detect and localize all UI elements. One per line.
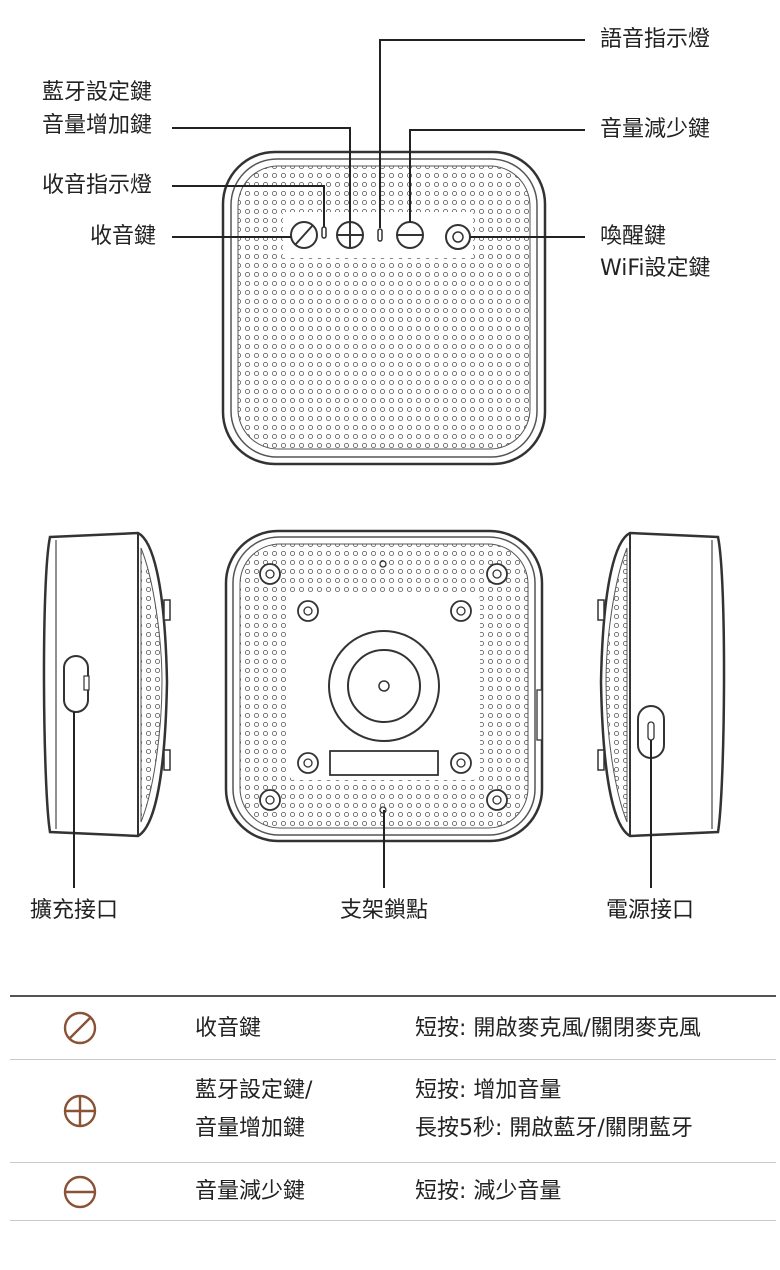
row-name-line2: 音量增加鍵 bbox=[195, 1116, 306, 1141]
wake-label-line1: 喚醒鍵 bbox=[600, 224, 667, 249]
mic-key-label: 收音鍵 bbox=[90, 224, 157, 249]
voice-indicator-light bbox=[377, 228, 383, 242]
row-desc-line2: 長按5秒: 開啟藍牙/關閉藍牙 bbox=[415, 1116, 693, 1141]
device-bottom-view bbox=[224, 529, 544, 843]
minus-icon bbox=[62, 1174, 98, 1210]
mic-indicator-light bbox=[321, 226, 327, 239]
row-desc: 短按: 減少音量 bbox=[415, 1179, 562, 1204]
table-row: 音量減少鍵 短按: 減少音量 bbox=[10, 1163, 776, 1221]
expansion-port-label: 擴充接口 bbox=[30, 898, 119, 923]
row-name: 音量減少鍵 bbox=[195, 1179, 306, 1204]
bluetooth-label-line1: 藍牙設定鍵 bbox=[42, 80, 153, 105]
bluetooth-label-line2: 音量增加鍵 bbox=[42, 113, 153, 138]
device-right-side-view bbox=[597, 531, 726, 838]
bottom-leader-lines bbox=[73, 712, 652, 888]
minus-key-icon bbox=[396, 221, 424, 249]
plus-icon bbox=[62, 1093, 98, 1129]
row-name: 收音鍵 bbox=[195, 1016, 262, 1041]
device-diagram bbox=[42, 39, 726, 888]
row-desc-line1: 短按: 增加音量 bbox=[415, 1078, 562, 1103]
device-top-view bbox=[221, 150, 547, 466]
row-name-line1: 藍牙設定鍵/ bbox=[195, 1078, 313, 1103]
stand-lock-label: 支架鎖點 bbox=[340, 898, 429, 923]
voice-indicator-label: 語音指示燈 bbox=[600, 27, 711, 52]
mic-indicator-label: 收音指示燈 bbox=[42, 173, 153, 198]
mute-icon bbox=[62, 1010, 98, 1046]
top-leader-lines bbox=[172, 39, 585, 238]
table-row: 藍牙設定鍵/ 音量增加鍵 短按: 增加音量 長按5秒: 開啟藍牙/關閉藍牙 bbox=[10, 1060, 776, 1163]
button-spec-table: 收音鍵 短按: 開啟麥克風/關閉麥克風 藍牙設定鍵/ 音量增加鍵 短按: 增加音… bbox=[10, 995, 776, 1221]
mic-key-icon bbox=[290, 221, 318, 249]
volume-down-label: 音量減少鍵 bbox=[600, 117, 711, 142]
device-left-side-view bbox=[42, 531, 171, 838]
wake-label-line2: WiFi設定鍵 bbox=[600, 256, 711, 281]
plus-key-icon bbox=[336, 221, 364, 249]
row-desc: 短按: 開啟麥克風/關閉麥克風 bbox=[415, 1016, 701, 1041]
power-port-label: 電源接口 bbox=[606, 898, 695, 923]
label-plate bbox=[329, 750, 439, 776]
wake-key-icon bbox=[445, 224, 471, 250]
table-row: 收音鍵 短按: 開啟麥克風/關閉麥克風 bbox=[10, 995, 776, 1060]
